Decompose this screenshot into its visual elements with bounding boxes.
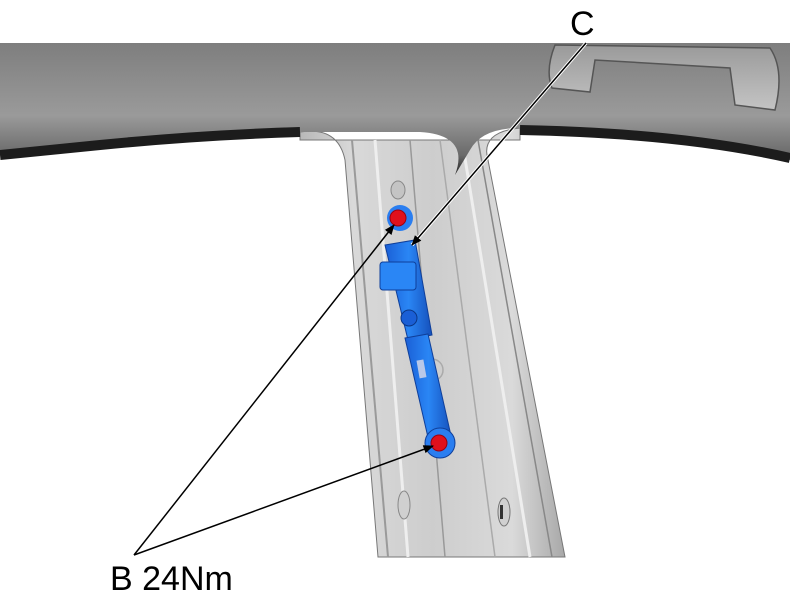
callout-label-b-torque: B 24Nm — [110, 560, 233, 598]
pillar-slot — [397, 490, 411, 520]
pillar-slot — [497, 497, 511, 527]
pillar-hole — [390, 180, 406, 200]
b-pillar — [299, 127, 566, 558]
grab-handle — [548, 44, 780, 111]
bolt-lower — [430, 434, 448, 452]
callout-b-leaders — [133, 224, 434, 556]
callout-c-leader — [410, 41, 588, 247]
bolt-upper — [389, 209, 407, 227]
callout-label-c: C — [570, 5, 595, 43]
